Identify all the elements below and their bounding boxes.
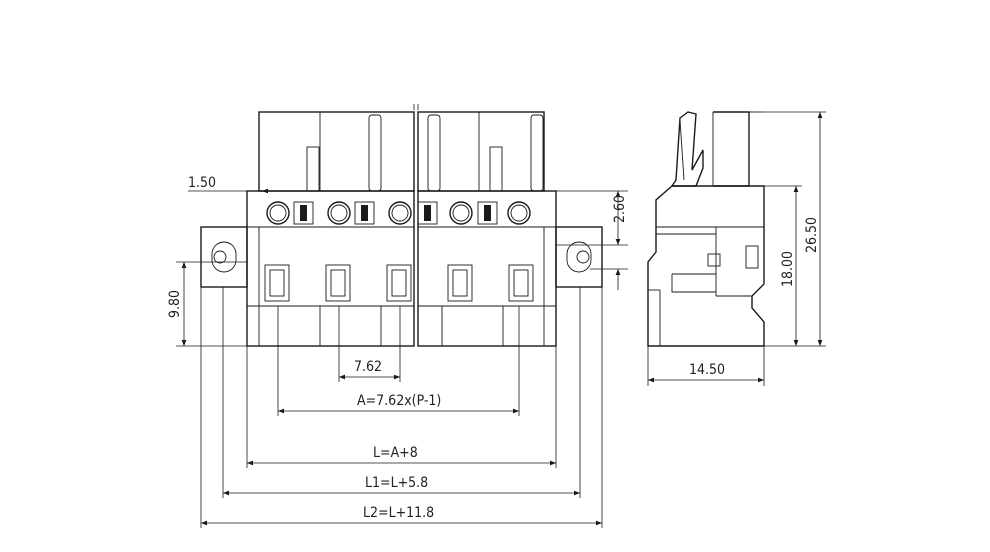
lever-4 xyxy=(489,146,503,192)
pole-3 xyxy=(386,201,438,302)
upper-housing-left xyxy=(258,111,415,192)
lever-5 xyxy=(530,114,544,192)
dim-14-50: 14.50 xyxy=(689,362,725,378)
dim-26-50: 26.50 xyxy=(804,217,820,253)
dim-A: A=7.62x(P-1) xyxy=(357,393,441,409)
dim-2-60: 2.60 xyxy=(612,195,628,223)
front-view xyxy=(200,104,603,347)
dim-L1: L1=L+5.8 xyxy=(365,475,428,491)
upper-housing-right xyxy=(417,111,545,192)
pole-4 xyxy=(447,201,498,302)
pole-5 xyxy=(507,201,534,302)
right-flange xyxy=(555,226,603,288)
front-dimensions: 1.50 2.60 9.80 7.62 A=7.62x(P-1) xyxy=(167,175,628,528)
dim-L: L=A+8 xyxy=(373,445,418,461)
side-lever xyxy=(670,111,704,187)
dim-1-50: 1.50 xyxy=(188,175,216,191)
pole-1 xyxy=(264,201,314,302)
dim-7-62: 7.62 xyxy=(354,359,382,375)
lever-2 xyxy=(368,114,382,192)
side-view xyxy=(647,111,765,347)
lever-1 xyxy=(306,146,320,192)
dim-9-80: 9.80 xyxy=(167,290,183,318)
side-dimensions: 14.50 18.00 26.50 xyxy=(647,111,826,386)
dim-18-00: 18.00 xyxy=(780,251,796,287)
pole-2 xyxy=(325,201,375,302)
lever-3 xyxy=(427,114,441,192)
dim-L2: L2=L+11.8 xyxy=(363,505,434,521)
left-flange xyxy=(200,226,248,288)
